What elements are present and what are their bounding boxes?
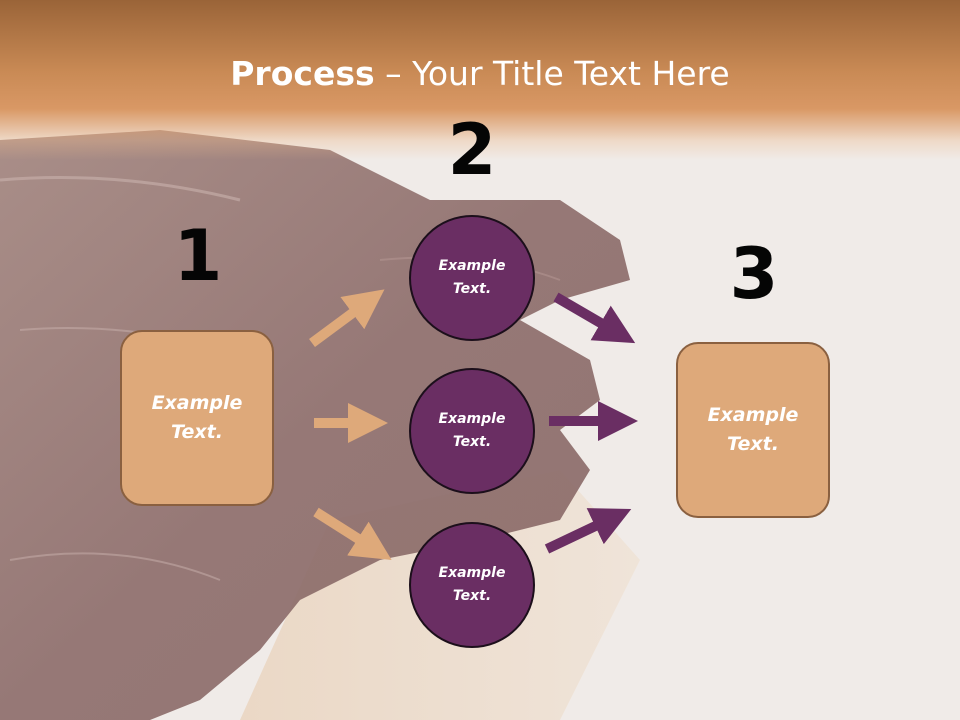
process-circle-middle[interactable]: Example Text. (409, 368, 535, 494)
circle-middle-line1: Example (438, 411, 506, 427)
circle-middle-line2: Text. (452, 434, 492, 450)
right-box-line1: Example (707, 404, 799, 426)
left-box-line1: Example (151, 392, 243, 414)
left-box-line2: Text. (171, 421, 223, 443)
slide-title: Process – Your Title Text Here (0, 50, 960, 98)
step-number-2: 2 (447, 109, 497, 191)
circle-top-line1: Example (438, 258, 506, 274)
circle-top-line2: Text. (452, 281, 492, 297)
title-rest: Your Title Text Here (412, 54, 730, 93)
circle-bottom-line1: Example (438, 565, 506, 581)
arrow-to-bottom-circle (313, 507, 392, 561)
process-circle-bottom[interactable]: Example Text. (409, 522, 535, 648)
step-number-3: 3 (729, 233, 779, 315)
left-process-box[interactable]: Example Text. (120, 330, 274, 506)
circle-bottom-line2: Text. (452, 588, 492, 604)
title-bar (0, 0, 960, 160)
step-number-1: 1 (173, 215, 223, 297)
process-circle-top[interactable]: Example Text. (409, 215, 535, 341)
right-process-box[interactable]: Example Text. (676, 342, 830, 518)
arrow-from-bottom-circle (544, 508, 632, 554)
arrow-to-top-circle (309, 289, 385, 348)
arrow-from-top-circle (553, 292, 636, 344)
title-dash: – (374, 54, 413, 93)
right-box-line2: Text. (727, 433, 779, 455)
title-bold: Process (230, 54, 375, 93)
